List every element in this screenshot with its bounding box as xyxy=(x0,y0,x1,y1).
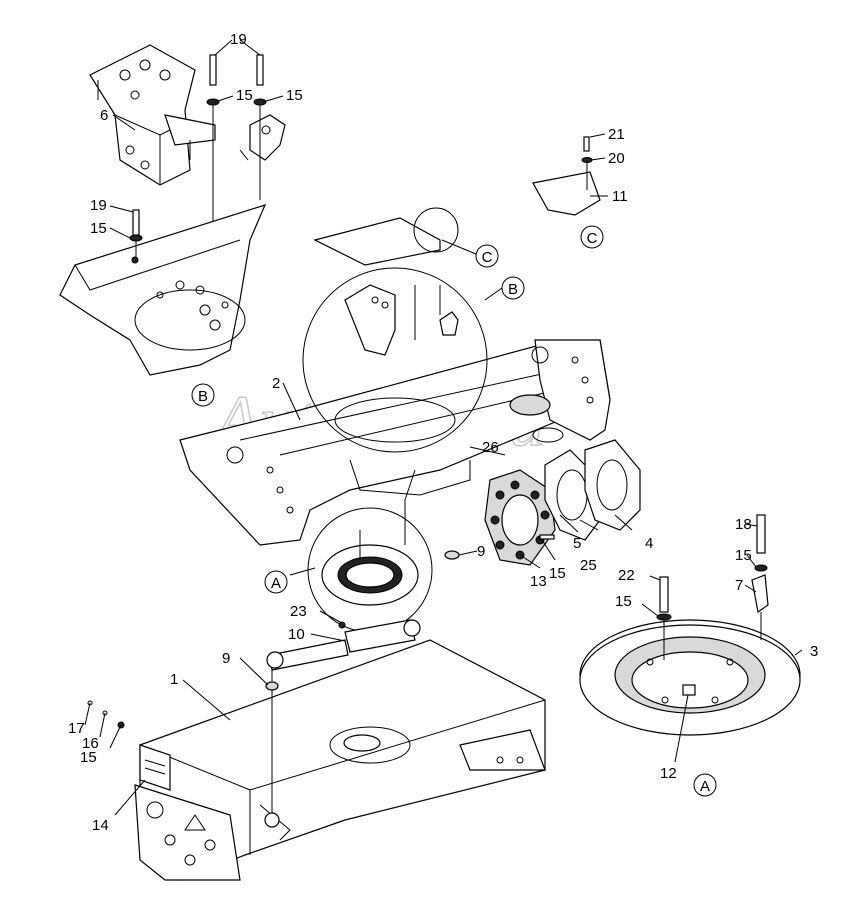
svg-text:B: B xyxy=(198,388,208,405)
view-label-a-1: A xyxy=(264,570,288,594)
view-label-b-2: B xyxy=(501,276,525,300)
callout-23: 23 xyxy=(290,603,307,620)
callout-15-left: 15 xyxy=(90,220,107,237)
callout-1: 1 xyxy=(170,671,178,688)
plate-part-4 xyxy=(584,439,641,531)
callout-18: 18 xyxy=(735,516,752,533)
callout-10: 10 xyxy=(288,626,305,643)
callout-7: 7 xyxy=(735,577,743,594)
callout-4: 4 xyxy=(645,535,653,552)
callout-26: 26 xyxy=(482,439,499,456)
callout-6: 6 xyxy=(100,107,108,124)
callout-25: 25 xyxy=(580,557,597,574)
detail-b-contents xyxy=(334,284,459,443)
bearing-flange-part-13 xyxy=(484,469,556,566)
view-label-a-2: A xyxy=(693,773,717,797)
bolt-set-15-16-17 xyxy=(87,700,125,729)
callout-15-ring: 15 xyxy=(615,593,632,610)
svg-text:B: B xyxy=(508,281,518,298)
callout-19-left: 19 xyxy=(90,197,107,214)
view-label-b-1: B xyxy=(191,383,215,407)
svg-text:A: A xyxy=(271,575,281,592)
callout-9-left: 9 xyxy=(222,650,230,667)
callout-17: 17 xyxy=(68,720,85,737)
mounting-plate-detail-b xyxy=(59,204,267,376)
callout-15-top-right: 15 xyxy=(286,87,303,104)
cover-part-11 xyxy=(532,136,601,216)
cover-plate xyxy=(313,207,459,266)
callout-22: 22 xyxy=(618,567,635,584)
pin-part-25 xyxy=(539,534,555,540)
svg-text:C: C xyxy=(482,249,493,266)
callout-2: 2 xyxy=(272,375,280,392)
connector-line xyxy=(404,469,416,501)
bolts-part-19-top xyxy=(206,54,267,310)
svg-text:A: A xyxy=(700,778,710,795)
box-part-14 xyxy=(139,744,171,791)
view-label-c-2: C xyxy=(580,225,604,249)
bracket-part xyxy=(239,114,286,161)
callout-15-right: 15 xyxy=(735,547,752,564)
callout-15-top-left: 15 xyxy=(236,87,253,104)
svg-text:C: C xyxy=(587,230,598,247)
washer-part-9-right xyxy=(444,550,460,560)
cylinder-part-10 xyxy=(264,619,421,828)
callout-14: 14 xyxy=(92,817,109,834)
callout-21: 21 xyxy=(608,126,625,143)
callout-numbers: 19 15 15 6 19 15 21 20 11 2 26 5 4 25 15… xyxy=(68,31,818,834)
valve-block-part-6 xyxy=(89,44,216,186)
fitting-part-23 xyxy=(338,621,346,629)
callout-3: 3 xyxy=(810,643,818,660)
bolt-part-18 xyxy=(751,514,769,640)
view-label-c-1: C xyxy=(475,244,499,268)
washer-part-9-left xyxy=(265,681,279,691)
callout-9-right: 9 xyxy=(477,543,485,560)
callout-19-top: 19 xyxy=(230,31,247,48)
bolt-part-22 xyxy=(656,576,672,660)
callout-5: 5 xyxy=(573,535,581,552)
callout-20: 20 xyxy=(608,150,625,167)
leader-lines xyxy=(84,39,803,816)
callout-15-bottom: 15 xyxy=(80,749,97,766)
callout-16: 16 xyxy=(82,735,99,752)
base-frame-part-1 xyxy=(134,639,546,881)
callout-13: 13 xyxy=(530,573,547,590)
callout-12: 12 xyxy=(660,765,677,782)
slewing-ring-part-3 xyxy=(579,619,801,736)
callout-15-mid: 15 xyxy=(549,565,566,582)
callout-11: 11 xyxy=(612,188,628,205)
detail-a-contents xyxy=(321,500,419,606)
detail-b-circle xyxy=(302,267,488,453)
